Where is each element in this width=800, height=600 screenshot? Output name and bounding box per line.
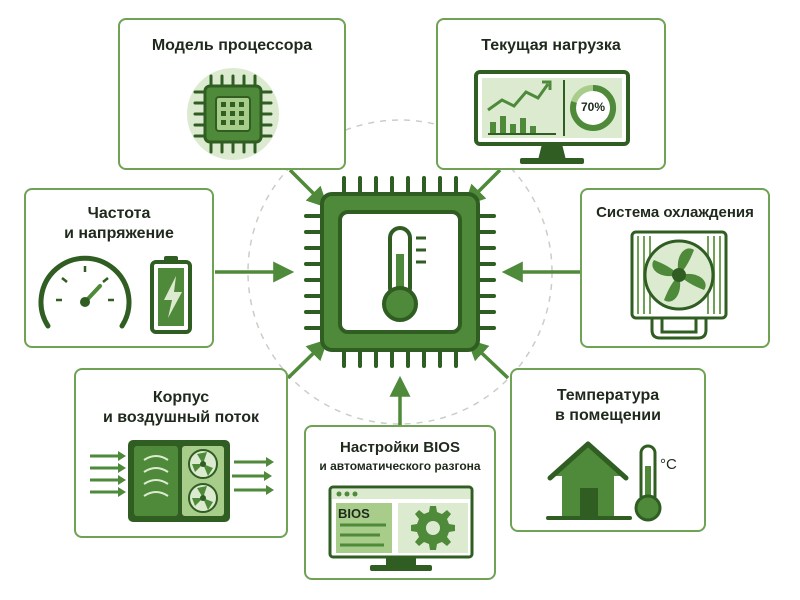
card-room-temp: Температура в помещении °C <box>510 368 706 532</box>
bios-gear-icon <box>328 485 474 571</box>
card-frequency-voltage: Частота и напряжение <box>24 188 214 348</box>
card-cpu-model: Модель процессора <box>118 18 346 170</box>
card-bios-title-line1: Настройки BIOS <box>340 439 460 456</box>
card-case-title-line1: Корпус <box>152 389 210 406</box>
cpu-chip-icon <box>187 68 279 160</box>
house-thermometer-icon <box>546 441 662 522</box>
card-current-load: Текущая нагрузка 70% <box>436 18 666 170</box>
arrow-from-cpu-model <box>288 168 328 208</box>
card-case-title-line2: и воздушный поток <box>102 409 260 426</box>
room-temp-unit: °C <box>660 456 677 473</box>
card-current-load-title: Текущая нагрузка <box>481 37 621 54</box>
cpu-thermometer-icon <box>304 176 496 368</box>
card-room-title-line2: в помещении <box>555 407 661 424</box>
speedometer-battery-icon <box>38 255 192 334</box>
card-cooling: Система охлаждения <box>580 188 770 348</box>
card-case-airflow: Корпус и воздушный поток <box>74 368 288 538</box>
load-gauge-value: 70% <box>580 100 606 114</box>
card-frequency-title-line2: и напряжение <box>64 225 174 242</box>
card-cooling-title: Система охлаждения <box>596 204 754 221</box>
card-frequency-title-line1: Частота <box>87 205 151 222</box>
arrow-from-case <box>286 339 329 380</box>
case-fans-icon <box>90 440 274 522</box>
bios-screen-label: BIOS <box>338 506 370 521</box>
card-room-title-line1: Температура <box>556 387 660 404</box>
monitor-chart-icon <box>474 70 630 164</box>
cooler-fan-icon <box>630 230 728 340</box>
card-bios-title-line2: и автоматического разгона <box>319 459 481 473</box>
card-cpu-model-title: Модель процессора <box>151 37 313 54</box>
card-bios: Настройки BIOS и автоматического разгона… <box>304 425 496 580</box>
